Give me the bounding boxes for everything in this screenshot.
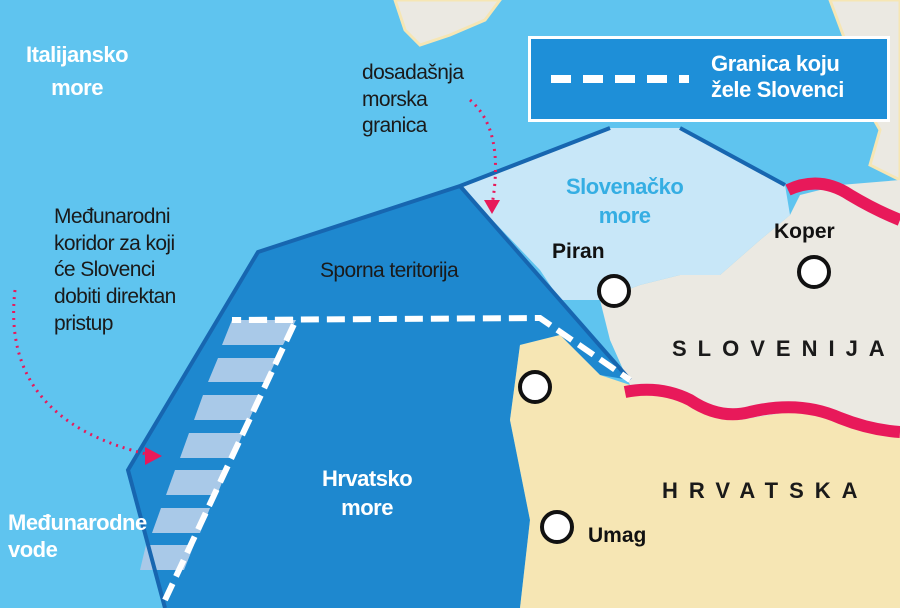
- city-label-umag: Umag: [588, 524, 647, 547]
- label-line: more: [341, 495, 393, 521]
- corridor-stripes: [140, 320, 296, 570]
- label-line: Slovenačko: [566, 174, 684, 199]
- label-corridor: Međunarodni koridor za koji će Slovenci …: [54, 204, 176, 337]
- desired-border-dashed: [162, 314, 632, 602]
- label-line: Međunarodne: [8, 510, 147, 535]
- legend: Granica koju želе Slovenci: [528, 36, 890, 122]
- label-international-waters: Međunarodne vode: [8, 510, 147, 563]
- arrow-corridor: [12, 289, 151, 457]
- label-line: morska: [362, 87, 428, 111]
- label-line: more: [51, 75, 103, 101]
- legend-dashed-line: [551, 75, 689, 83]
- label-line: more: [598, 203, 651, 229]
- country-label-slovenia: SLOVENIJA: [672, 336, 896, 361]
- legend-line-1: Granica koju: [711, 51, 840, 76]
- label-disputed: Sporna teritorija: [320, 259, 459, 282]
- label-line: Italijansko: [26, 42, 129, 67]
- label-line: dosadašnja: [362, 61, 464, 84]
- legend-line-2: želе Slovenci: [711, 77, 844, 103]
- label-line: vode: [8, 537, 58, 563]
- land-border-north: [785, 177, 900, 226]
- slovenian-sea-area: [460, 128, 790, 300]
- sea-border-line: [125, 126, 611, 608]
- city-label-koper: Koper: [774, 220, 835, 243]
- land-north-island: [393, 0, 502, 47]
- label-slovenian-sea: Slovenačko more: [566, 174, 684, 229]
- land-border-south: [623, 383, 900, 438]
- city-label-piran: Piran: [552, 240, 605, 263]
- city-marker-koper: [797, 255, 831, 289]
- label-previous-border: dosadašnja morska granica: [362, 60, 464, 140]
- label-line: Međunarodni: [54, 205, 171, 228]
- label-line: granica: [362, 114, 427, 138]
- arrowhead-icon: [145, 447, 162, 465]
- label-line: dobiti direktan: [54, 284, 176, 308]
- previous-sea-border: [458, 184, 632, 382]
- label-line: će Slovenci: [54, 258, 155, 282]
- label-line: koridor za koji: [54, 231, 175, 255]
- country-label-croatia: HRVATSKA: [662, 478, 869, 503]
- label-line: pristup: [54, 311, 113, 335]
- label-italian-sea: Italijansko more: [26, 42, 129, 101]
- legend-text: Granica koju želе Slovenci: [711, 51, 844, 104]
- city-marker-piran: [597, 274, 631, 308]
- croatian-sea-area: [128, 186, 630, 608]
- city-marker-umag: [540, 510, 574, 544]
- label-croatian-sea: Hrvatsko more: [322, 466, 413, 521]
- sea-border-east: [679, 126, 786, 187]
- slovenia-land: [600, 180, 900, 430]
- city-marker-unnamed: [518, 370, 552, 404]
- arrowhead-icon: [484, 200, 500, 214]
- label-line: Hrvatsko: [322, 466, 413, 491]
- croatia-land: [510, 335, 900, 608]
